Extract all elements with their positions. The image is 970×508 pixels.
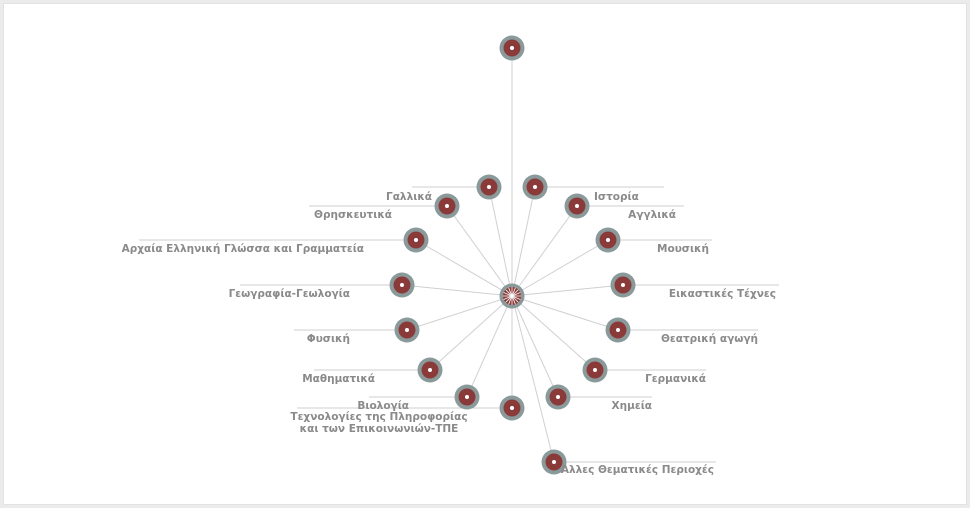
node-theatriki[interactable] (605, 317, 631, 343)
node-mousiki[interactable] (595, 227, 621, 253)
node-mathimatika[interactable] (417, 357, 443, 383)
node-dot (533, 185, 537, 189)
node-eikastikes[interactable] (610, 272, 636, 298)
node-chimeia[interactable] (545, 384, 571, 410)
edge-chimeia (511, 295, 559, 398)
node-dot (575, 204, 579, 208)
node-dot (405, 328, 409, 332)
edge-alles (511, 295, 555, 463)
node-dot (593, 368, 597, 372)
node-dot (465, 395, 469, 399)
node-archaia[interactable] (403, 227, 429, 253)
hub-spoke (503, 295, 513, 300)
node-dot (556, 395, 560, 399)
label-gallika: Γαλλικά (386, 191, 432, 203)
label-anglika: Αγγλικά (628, 209, 676, 221)
hub-spoke (511, 295, 519, 303)
edge-gallika (488, 186, 513, 297)
node-anglika[interactable] (564, 193, 590, 219)
label-viologia: Βιολογία (357, 400, 409, 412)
hub-spoke (508, 287, 513, 297)
hub-spoke (511, 289, 519, 297)
label-germanika: Γερμανικά (645, 373, 706, 385)
label-geografia: Γεωγραφία-Γεωλογία (229, 288, 350, 300)
label-underlines (139, 186, 779, 463)
node-dot (552, 460, 556, 464)
node-dot (487, 185, 491, 189)
node-thriskeftika[interactable] (434, 193, 460, 219)
label-mathimatika: Μαθηματικά (302, 373, 375, 385)
edge-theatriki (511, 295, 619, 331)
label-mousiki: Μουσική (657, 243, 709, 255)
label-archaia: Αρχαία Ελληνική Γλώσσα και Γραμματεία (122, 243, 364, 255)
label-fysiki: Φυσική (307, 333, 350, 345)
edge-thriskeftika (446, 205, 513, 297)
node-geografia[interactable] (389, 272, 415, 298)
node-istoria[interactable] (522, 174, 548, 200)
label-line: και των Επικοινωνιών-ΤΠΕ (300, 423, 459, 435)
node-tpe[interactable] (499, 395, 525, 421)
top-node[interactable] (499, 35, 525, 61)
node-dot (414, 238, 418, 242)
label-istoria: Ιστορία (594, 191, 639, 203)
node-dot (428, 368, 432, 372)
edge-germanika (511, 295, 596, 371)
edges (401, 48, 624, 463)
node-dot (445, 204, 449, 208)
hub-spoke (505, 289, 513, 297)
label-chimeia: Χημεία (612, 400, 652, 412)
label-theatriki: Θεατρική αγωγή (661, 333, 758, 345)
edge-archaia (415, 239, 513, 297)
node-dot (400, 283, 404, 287)
hub-spoke (503, 292, 513, 297)
edge-eikastikes (511, 284, 624, 297)
hub-spoke (505, 295, 513, 303)
hub-spoke (511, 295, 516, 305)
hub-spoke (511, 295, 521, 300)
node-gallika[interactable] (476, 174, 502, 200)
hub-spoke (511, 292, 521, 297)
center-node[interactable] (499, 283, 525, 309)
edge-fysiki (406, 295, 513, 331)
label-line: Τεχνολογίες της Πληροφορίας (290, 411, 467, 423)
node-dot (621, 283, 625, 287)
node-dot (616, 328, 620, 332)
label-thriskeftika: Θρησκευτικά (314, 209, 392, 221)
hub-spoke (508, 295, 513, 305)
edge-anglika (511, 205, 578, 297)
edge-geografia (401, 284, 513, 297)
node-dot (606, 238, 610, 242)
label-eikastikes: Εικαστικές Τέχνες (669, 288, 776, 300)
nodes (389, 35, 636, 475)
hub-spoke (511, 287, 516, 297)
node-alles[interactable] (541, 449, 567, 475)
node-germanika[interactable] (582, 357, 608, 383)
node-dot (510, 406, 514, 410)
node-viologia[interactable] (454, 384, 480, 410)
node-fysiki[interactable] (394, 317, 420, 343)
node-dot (510, 46, 514, 50)
edge-viologia (466, 295, 513, 398)
edge-mathimatika (429, 295, 513, 371)
label-alles: Άλλες Θεματικές Περιοχές (561, 464, 714, 476)
edge-istoria (511, 186, 536, 297)
edge-mousiki (511, 239, 609, 297)
